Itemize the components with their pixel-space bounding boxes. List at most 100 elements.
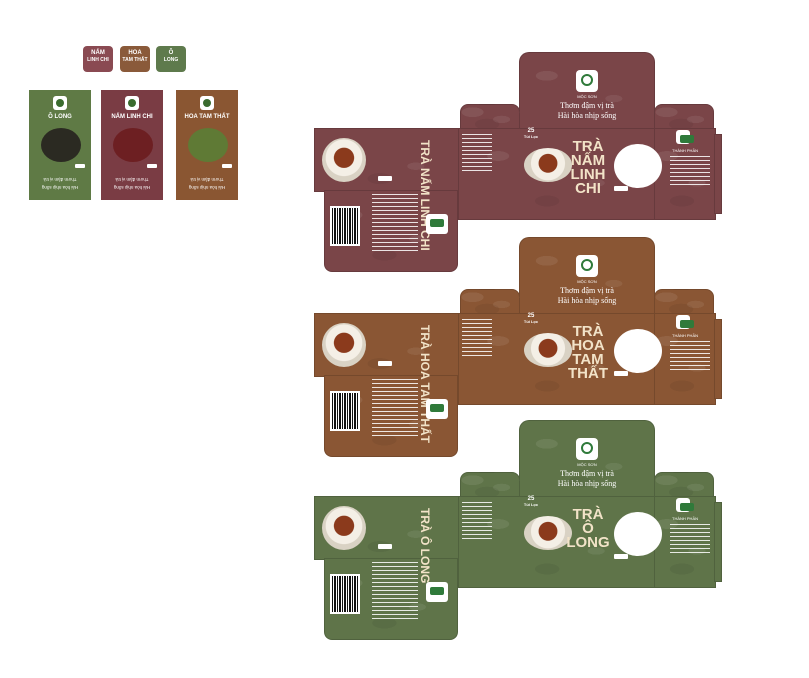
brand-logo-icon [125,96,139,110]
tag-line1: NẤM [91,50,105,56]
tea-cup-image [524,148,572,182]
sachet-title: HOA TAM THẤT [184,114,230,120]
info-text-block [670,524,710,556]
tag-o-long: Ô LONG [156,46,186,72]
slogan-line-2: Hài hòa nhịp sống [557,296,617,305]
sachet-tam-that: HOA TAM THẤT Thơm đậm vị trà Hài hòa nhị… [176,90,238,200]
info-heading: THÀNH PHẦN [672,333,699,338]
sachet-linh-chi: NẤM LINH CHI Thơm đậm vị trà Hài hòa nhị… [101,90,163,200]
weight-badge [75,164,85,168]
info-text-block [670,156,710,188]
count-unit: Túi Lọc [523,319,539,324]
mushroom-image [113,128,153,162]
glue-flap [714,502,722,582]
count-unit: Túi Lọc [523,502,539,507]
brand-logo-icon [200,96,214,110]
info-heading: THÀNH PHẦN [672,148,699,153]
brand-logo-icon [676,130,694,144]
tag-linh-chi: NẤM LINH CHI [83,46,113,72]
count-number: 25 [527,496,535,502]
top-flap [519,237,655,315]
weight-badge [222,164,232,168]
weight-badge [614,554,628,559]
info-text-block [670,341,710,373]
brand-logo-icon [576,255,598,277]
brand-name: MỘC SƠN [577,462,597,467]
slogan-line-1: Thơm đậm vị trà [560,101,614,110]
dust-flap-right [654,104,714,130]
tag-line2: LONG [163,57,179,63]
top-flap [519,420,655,498]
tea-cup-image [322,506,366,550]
brand-logo-icon [676,498,694,512]
weight-badge [614,186,628,191]
tea-cup-image [524,333,572,367]
slogan-line-1: Thơm đậm vị trà [560,469,614,478]
brand-logo-icon [426,214,448,234]
barcode-icon [330,391,360,431]
product-title-line: CHI [575,180,601,197]
window-cutout [614,512,662,556]
sachet-title: NẤM LINH CHI [111,114,153,120]
slogan-line-1: Thơm đậm vị trà [560,286,614,295]
product-title-line: TRÀ [572,506,604,523]
tag-line2: LINH CHI [87,57,109,63]
tag-tam-that: HOA TAM THẤT [120,46,150,72]
product-title-line: HOA [571,337,605,354]
brand-logo-icon [53,96,67,110]
tag-line1: HOA [128,50,142,56]
dust-flap-left [460,472,520,498]
sachet-o-long: Ô LONG Thơm đậm vị trà Hài hòa nhịp sống [29,90,91,200]
product-title-line: LONG [566,534,610,551]
window-cutout [614,144,662,188]
dust-flap-left [460,289,520,315]
barcode-icon [330,574,360,614]
slogan-line-2: Hài hòa nhịp sống [557,479,617,488]
weight-badge [378,176,392,181]
weight-badge [378,361,392,366]
count-unit: Túi Lọc [523,134,539,139]
side-text-block [462,319,492,359]
product-title-line: LINH [570,166,606,183]
count-number: 25 [527,313,535,319]
brand-logo-icon [426,582,448,602]
ingredients-text-block [372,194,418,252]
top-flap [519,52,655,130]
barcode-icon [330,206,360,246]
product-title-line: TRÀ [572,323,604,340]
glue-flap [714,134,722,214]
weight-badge [378,544,392,549]
dust-flap-left [460,104,520,130]
tag-line2: TAM THẤT [122,57,148,63]
window-cutout [614,329,662,373]
brand-logo-icon [676,315,694,329]
side-title: TRÀ Ô LONG [418,508,432,584]
brand-logo-icon [576,438,598,460]
product-title-line: TAM [572,351,604,368]
ingredients-text-block [372,562,418,620]
ingredients-text-block [372,379,418,437]
brand-name: MỘC SƠN [577,94,597,99]
tea-cup-image [524,516,572,550]
product-title-line: NẤM [570,152,606,169]
weight-badge [147,164,157,168]
tag-line1: Ô [168,50,174,56]
side-text-block [462,134,492,174]
info-heading: THÀNH PHẦN [672,516,699,521]
brand-logo-icon [426,399,448,419]
brand-logo-icon [576,70,598,92]
glue-flap [714,319,722,399]
side-text-block [462,502,492,542]
tea-leaves-image [41,128,81,162]
product-title-line: TRÀ [572,138,604,155]
product-title-line: Ô [582,520,594,537]
